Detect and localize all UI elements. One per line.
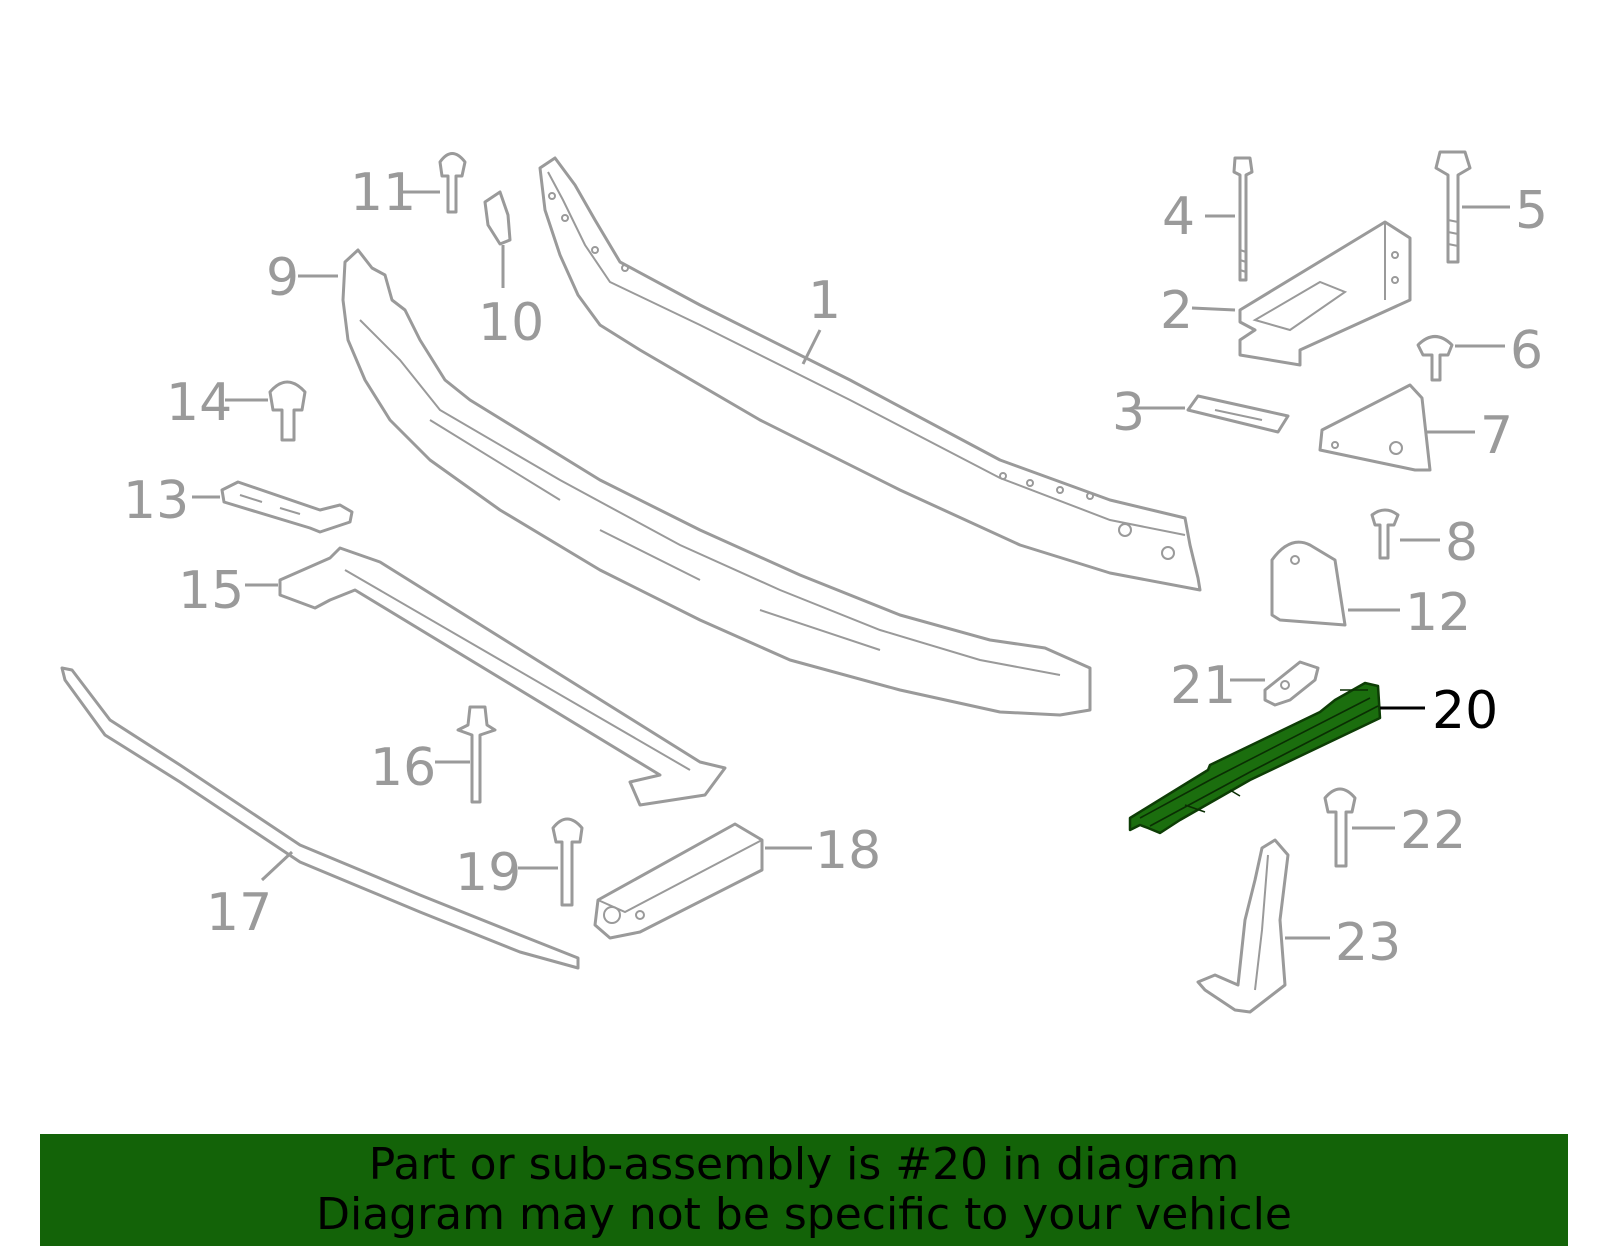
callout-2: 2: [1160, 281, 1193, 341]
callout-17: 17: [206, 883, 272, 943]
part-7-plate-bracket[interactable]: [1318, 383, 1432, 472]
callout-11: 11: [350, 163, 416, 223]
part-10-clip[interactable]: [483, 190, 512, 246]
callout-21: 21: [1170, 656, 1236, 716]
part-16-pin[interactable]: [456, 705, 497, 804]
callout-13: 13: [123, 471, 189, 531]
callout-20: 20: [1432, 681, 1498, 741]
part-8-bolt[interactable]: [1370, 508, 1400, 560]
part-14-bolt[interactable]: [268, 380, 307, 442]
callout-9: 9: [266, 248, 299, 308]
part-9-absorber[interactable]: [341, 248, 1092, 717]
part-15-rail[interactable]: [278, 546, 727, 807]
callout-labels: 1 2 3 4 5 6 7 8 9 10 11 12 13 14 15 16 1…: [123, 163, 1548, 973]
part-4-stud[interactable]: [1232, 156, 1254, 282]
part-20-highlighted-rail[interactable]: [1128, 681, 1382, 835]
part-11-bolt[interactable]: [438, 152, 467, 214]
callout-16: 16: [370, 738, 436, 798]
callout-4: 4: [1162, 187, 1195, 247]
callout-12: 12: [1405, 583, 1471, 643]
callout-3: 3: [1112, 383, 1145, 443]
part-21-clip[interactable]: [1263, 660, 1320, 707]
callout-22: 22: [1400, 801, 1466, 861]
callout-5: 5: [1515, 181, 1548, 241]
callout-8: 8: [1445, 513, 1478, 573]
part-6-screw[interactable]: [1416, 335, 1454, 382]
callout-1: 1: [808, 271, 841, 331]
callout-18: 18: [815, 821, 881, 881]
part-2-bracket[interactable]: [1238, 220, 1412, 367]
banner-line-part-number: Part or sub-assembly is #20 in diagram: [368, 1139, 1240, 1190]
part-1-reinforcement-beam[interactable]: [538, 156, 1202, 592]
callout-10: 10: [478, 293, 544, 353]
callout-7: 7: [1480, 406, 1513, 466]
callout-14: 14: [166, 373, 232, 433]
part-5-bolt[interactable]: [1434, 150, 1472, 264]
part-18-side-bracket[interactable]: [593, 822, 764, 940]
callout-23: 23: [1335, 913, 1401, 973]
banner-line-disclaimer: Diagram may not be specific to your vehi…: [316, 1189, 1292, 1240]
callout-15: 15: [178, 561, 244, 621]
leader-lines: [192, 190, 1510, 940]
info-banner: Part or sub-assembly is #20 in diagram D…: [40, 1134, 1568, 1246]
part-12-bracket[interactable]: [1270, 540, 1347, 627]
part-17-strip[interactable]: [60, 666, 580, 970]
part-19-bolt[interactable]: [551, 817, 584, 907]
part-22-bolt[interactable]: [1323, 787, 1357, 868]
part-13-bracket[interactable]: [220, 480, 354, 534]
part-3-pad[interactable]: [1186, 394, 1290, 434]
part-23-vertical-bracket[interactable]: [1196, 838, 1290, 1014]
callout-6: 6: [1510, 321, 1543, 381]
callout-19: 19: [455, 843, 521, 903]
